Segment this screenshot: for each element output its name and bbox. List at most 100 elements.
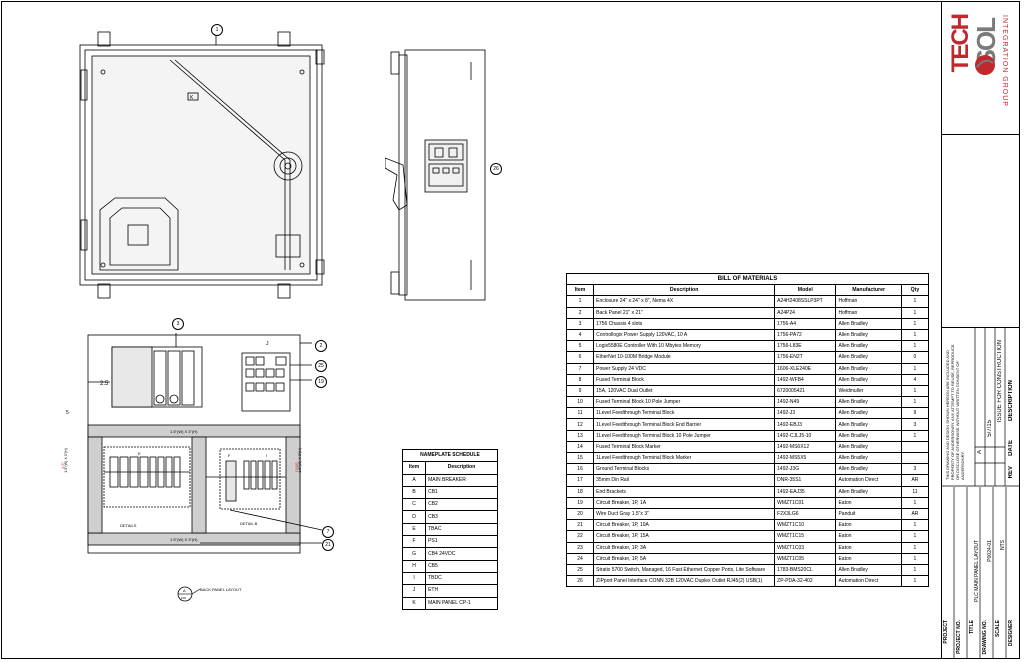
bom-cell-qty: 1: [900, 295, 930, 308]
bom-cell-model: WMZT1C01: [774, 496, 837, 509]
duct-label-bottom: 1.5"(W) X 3"(H): [170, 537, 198, 542]
bom-cell-qty: [900, 451, 930, 465]
enclosure-front-view: K: [79, 28, 325, 299]
back-panel-layout: 2.5 DETAILS DETAIL B 1.5"(W) X 3"(H) 1.5…: [87, 333, 323, 554]
bom-cell-item: 19: [565, 496, 595, 509]
bom-cell-model: 1492-CJLJ5-10: [774, 429, 837, 442]
bom-cell-manufacturer: Allen Bradley: [835, 340, 902, 353]
bom-cell-qty: 4: [900, 373, 930, 386]
bom-cell-manufacturer: Allen Bradley: [835, 407, 902, 420]
bom-cell-manufacturer: Weidmuller: [835, 384, 902, 398]
bom-cell-manufacturer: Allen Bradley: [835, 440, 902, 454]
bom-cell-description: 1Level Feedthrough Terminal Block 10 Pol…: [593, 429, 776, 442]
bom-cell-model: A24H2408SSLP3PT: [774, 295, 837, 308]
bom-cell-model: 1756-L83E: [774, 340, 837, 353]
drawing-info-block: [953, 487, 1007, 659]
bom-cell-item: 7: [565, 362, 595, 375]
bom-cell-manufacturer: Allen Bradley: [835, 317, 902, 330]
bom-cell-qty: 0: [900, 351, 930, 364]
bom-cell-description: Stratix 5700 Switch, Managed, 16 Fast Et…: [593, 563, 776, 577]
date-label: DATE: [1008, 440, 1014, 456]
bom-cell-qty: 1: [900, 530, 930, 543]
duct-label-top: 1.5"(W) X 3"(H): [170, 429, 198, 434]
logo-area: TECH SOL INTEGRATION GROUP: [941, 1, 1020, 135]
bom-cell-manufacturer: Hoffman: [835, 295, 902, 308]
field-value: P0024-01: [987, 540, 993, 562]
bom-cell-model: F2X3LG6: [774, 507, 837, 521]
nameplate-cell-item: G: [401, 547, 427, 561]
duct-label-right: 1.5"(W) X 3"(H): [298, 448, 302, 473]
bom-cell-model: 1492-MS6X12: [774, 440, 837, 454]
bom-cell-description: ZIPport Panel Interface CONN 32B 120VAC …: [593, 575, 776, 588]
bom-cell-qty: AR: [900, 507, 930, 521]
bom-cell-model: A24P24: [774, 306, 837, 319]
nameplate-cell-description: PS1: [425, 535, 498, 549]
bom-cell-qty: 1: [900, 317, 930, 330]
nameplate-cell-item: C: [401, 498, 427, 512]
bom-cell-description: Enclosure 24" x 24" x 8", Nema 4X: [593, 295, 776, 308]
bom-cell-item: 8: [565, 373, 595, 386]
bom-cell-description: Back Panel 21" x 21": [593, 306, 776, 319]
bom-cell-manufacturer: Allen Bradley: [835, 451, 902, 465]
bom-cell-manufacturer: Eaton: [835, 496, 902, 509]
callout-26: 26: [490, 163, 502, 175]
nameplate-cell-description: TBDC: [425, 571, 498, 586]
bom-cell-manufacturer: Eaton: [835, 519, 902, 532]
bom-cell-qty: 1: [900, 563, 930, 577]
bom-header-manufacturer: Manufacturer: [835, 284, 902, 297]
bom-cell-model: WMZT1C03: [774, 541, 837, 554]
bom-cell-description: Logix5580E Controller With 10 Mbytes Mem…: [593, 340, 776, 353]
field-label: DRAWING NO.: [982, 620, 988, 655]
bom-cell-qty: 9: [900, 407, 930, 420]
section-marker: A 100 BACK PANEL LAYOUT: [177, 586, 242, 602]
bom-cell-qty: 1: [900, 519, 930, 532]
nameplate-cell-item: J: [401, 584, 427, 598]
bom-cell-model: 1756-A4: [774, 317, 837, 330]
bom-cell-manufacturer: Allen Bradley: [835, 463, 902, 476]
enclosure-label-k: K: [190, 95, 194, 101]
bom-cell-description: Fused Terminal Block 10 Pole Jumper: [593, 396, 776, 409]
bom-header-model: Model: [774, 284, 837, 297]
bom-cell-item: 20: [565, 507, 595, 521]
bom-cell-model: 1492-WFB4: [774, 373, 837, 386]
nameplate-cell-item: H: [401, 559, 427, 573]
bom-cell-description: 35mm Din Rail: [593, 474, 776, 487]
rev-label: REV: [1008, 466, 1014, 479]
bom-cell-item: 14: [565, 440, 595, 454]
bom-cell-model: 1492-J3: [774, 407, 837, 420]
detail-label-b: DETAIL B: [240, 521, 258, 526]
nameplate-cell-item: B: [401, 485, 427, 500]
bom-cell-manufacturer: Allen Bradley: [835, 429, 902, 442]
bom-cell-item: 6: [565, 351, 595, 364]
section-sheet: 100: [181, 596, 186, 600]
bom-cell-manufacturer: Allen Bradley: [835, 485, 902, 498]
bom-cell-manufacturer: Eaton: [835, 530, 902, 543]
bom-cell-model: 1492-MS5X5: [774, 451, 837, 465]
nameplate-cell-description: CB2: [425, 498, 498, 512]
bom-cell-item: 5: [565, 340, 595, 353]
nameplate-cell-item: A: [401, 473, 427, 487]
nameplate-cell-item: K: [401, 596, 427, 610]
bom-cell-model: 1492-N49: [774, 396, 837, 409]
bom-cell-qty: 1: [900, 328, 930, 342]
field-label: PROJECT NO.: [956, 620, 962, 654]
bom-cell-model: 1492-EBJ3: [774, 418, 837, 431]
field-label: PROJECT: [943, 620, 949, 644]
dim-5: 5: [66, 410, 69, 416]
bom-cell-model: WMZT1C15: [774, 530, 837, 543]
bom-cell-item: 10: [565, 396, 595, 409]
bom-cell-model: ZP-PDA-32-402: [774, 575, 837, 588]
nameplate-cell-item: I: [401, 571, 427, 586]
